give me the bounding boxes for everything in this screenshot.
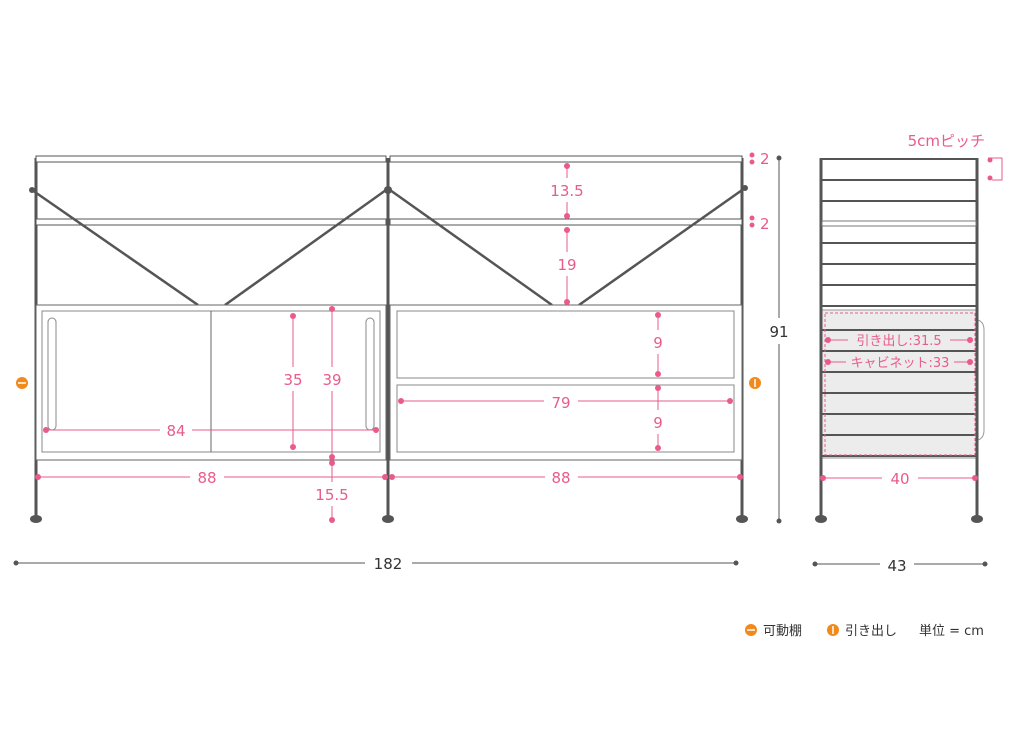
dim-gap-top: 13.5 (550, 163, 584, 219)
movable-shelf-icon (745, 624, 757, 636)
dim-drawer-upper: 9 (653, 312, 663, 377)
dim-drawer-depth: 引き出し:31.5 (825, 334, 973, 349)
dim-gap-mid: 19 (557, 227, 577, 305)
legend-drawer-label: 引き出し (845, 624, 897, 639)
svg-text:9: 9 (653, 334, 663, 352)
svg-text:引き出し:31.5: 引き出し:31.5 (856, 334, 941, 349)
drawer-lower (396, 384, 735, 453)
dim-right-width: 88 (389, 469, 743, 487)
dim-drawer-lower: 9 (653, 385, 663, 451)
dim-foot-height: 15.5 (315, 460, 349, 523)
dim-cabinet-depth: キャビネット:33 (825, 356, 973, 371)
dim-inner-depth: 40 (820, 470, 978, 488)
foot-left (30, 515, 42, 523)
legend-unit-label: 単位 = cm (919, 623, 984, 639)
svg-text:19: 19 (557, 256, 576, 274)
pitch-callout: 5cmピッチ (908, 132, 1003, 181)
svg-text:43: 43 (887, 557, 906, 575)
svg-text:キャビネット:33: キャビネット:33 (851, 356, 950, 371)
mid-shelf-right (389, 218, 743, 226)
dim-door-height: 35 (283, 313, 303, 450)
svg-text:5cmピッチ: 5cmピッチ (908, 132, 985, 150)
dim-total-depth: 43 (812, 557, 988, 575)
svg-text:9: 9 (653, 414, 663, 432)
svg-text:15.5: 15.5 (315, 486, 348, 504)
dim-left-width: 88 (35, 469, 388, 487)
foot-center (382, 515, 394, 523)
pitch-dim-mid: 2 (749, 215, 770, 233)
svg-text:13.5: 13.5 (550, 182, 583, 200)
svg-text:84: 84 (166, 422, 185, 440)
svg-text:35: 35 (283, 371, 302, 389)
svg-text:91: 91 (769, 323, 788, 341)
svg-text:2: 2 (760, 150, 770, 168)
top-shelf-right (389, 155, 743, 163)
svg-text:39: 39 (322, 371, 341, 389)
dim-door-width: 84 (43, 422, 379, 440)
side-cabinet (821, 309, 979, 459)
movable-shelf-marker (16, 377, 28, 389)
legend-shelf-label: 可動棚 (763, 624, 802, 639)
dim-total-height: 91 (769, 155, 789, 524)
front-view: 2 2 13.5 19 35 (13, 150, 789, 573)
pitch-dim-top: 2 (749, 150, 770, 168)
drawer-icon (827, 624, 839, 636)
side-view: 引き出し:31.5 キャビネット:33 40 43 5cm (812, 132, 1003, 575)
top-shelf-left (35, 155, 387, 163)
svg-text:182: 182 (374, 555, 403, 573)
mid-shelf-left (35, 218, 387, 226)
drawer-marker (749, 377, 761, 389)
dim-drawer-width: 79 (398, 394, 733, 412)
cross-brace (31, 186, 746, 307)
foot-right (736, 515, 748, 523)
svg-text:88: 88 (551, 469, 570, 487)
drawer-upper (396, 310, 735, 379)
svg-text:79: 79 (551, 394, 570, 412)
legend: 可動棚 引き出し 単位 = cm (745, 623, 984, 639)
svg-text:40: 40 (890, 470, 909, 488)
dim-total-width: 182 (13, 555, 739, 573)
dim-cabinet-height: 39 (322, 306, 342, 460)
side-depth-outline (824, 312, 976, 456)
svg-text:2: 2 (760, 215, 770, 233)
svg-text:88: 88 (197, 469, 216, 487)
